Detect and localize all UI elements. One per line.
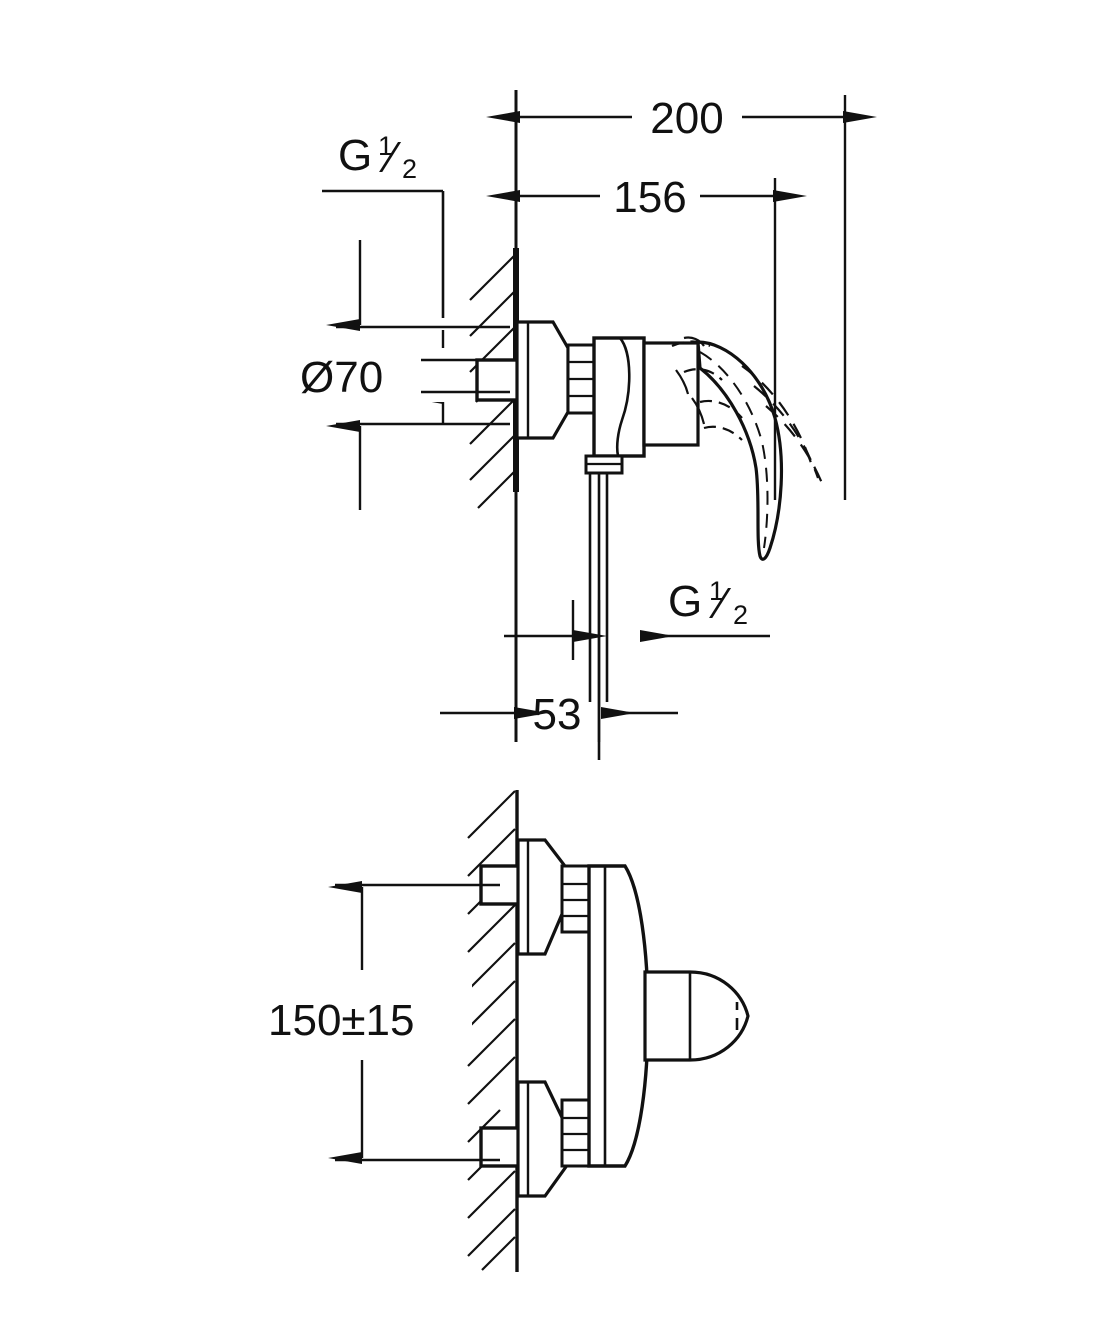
- mixer-body-top: [592, 336, 646, 458]
- dimension-d70: Ø70: [296, 240, 510, 510]
- dimension-53: 53: [440, 690, 678, 739]
- dimension-150-label: 150±15: [268, 996, 415, 1045]
- dimension-53-extensions: [514, 600, 601, 742]
- thread-label-inlet-numerator: 1: [378, 131, 393, 161]
- union-nut-upper-bottom: [560, 864, 592, 934]
- union-nut-top: [566, 343, 598, 415]
- inlet-connector-top: [475, 358, 521, 402]
- dimension-150: 150±15: [256, 881, 500, 1164]
- union-nut-lower-bottom: [560, 1098, 592, 1168]
- cartridge-housing-top: [642, 341, 700, 447]
- thread-label-inlet-g: G: [338, 131, 372, 180]
- mixer-body-bottom: [587, 864, 650, 1168]
- lever-handle-bottom: [643, 970, 750, 1062]
- thread-label-inlet-denominator: 2: [402, 154, 417, 184]
- thread-label-outlet-g: G: [668, 577, 702, 626]
- dimension-156: 156: [486, 173, 807, 500]
- front-elevation-view: 150±15: [256, 790, 750, 1272]
- thread-label-outlet-denominator: 2: [733, 600, 748, 630]
- dimension-156-label: 156: [613, 173, 686, 222]
- escutcheon-top: [515, 320, 570, 440]
- dimension-200: 200: [486, 94, 877, 500]
- lever-handle-top: [671, 336, 784, 561]
- dimension-200-label: 200: [650, 94, 723, 143]
- thread-label-outlet-numerator: 1: [709, 576, 724, 606]
- side-elevation-view: 200 156 G 1 ⁄ 2: [296, 90, 877, 760]
- dimension-53-label: 53: [533, 690, 582, 739]
- dimension-d70-label: Ø70: [300, 353, 383, 402]
